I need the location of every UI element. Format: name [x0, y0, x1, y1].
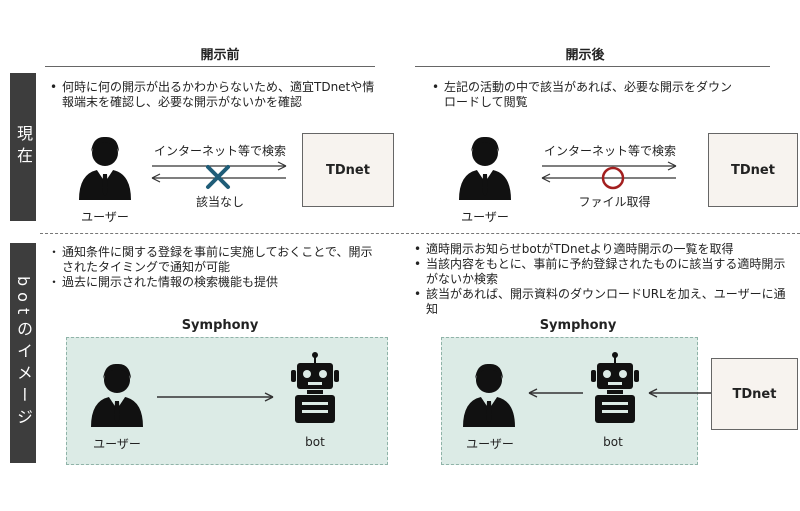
bot-label: bot	[603, 435, 623, 449]
before-arrow-label: インターネット等で検索	[153, 144, 286, 158]
arrow-left	[528, 388, 583, 398]
sidebar-bot-label: botのイメージ	[14, 275, 33, 431]
current-before-bullets: 何時に何の開示が出るかわからないため、適宜TDnetや情報端末を確認し、必要な開…	[50, 80, 380, 110]
after-header: 開示後	[565, 48, 605, 63]
user-icon	[91, 363, 143, 427]
circle-icon	[601, 166, 625, 190]
robot-icon	[591, 352, 639, 423]
list-item: 当該内容をもとに、事前に予約登録されたものに該当する適時開示がないか検索	[414, 257, 794, 287]
arrow-left	[648, 388, 711, 398]
symphony-label: Symphony	[181, 318, 259, 333]
list-item: 左記の活動の中で該当があれば、必要な開示をダウンロードして閲覧	[432, 80, 732, 110]
no-match-label: 該当なし	[195, 195, 244, 209]
cross-icon	[206, 165, 230, 189]
user-icon	[459, 136, 511, 200]
bot-label: bot	[305, 435, 325, 449]
list-item: 通知条件に関する登録を事前に実施しておくことで、開示されたタイミングで通知が可能	[48, 245, 380, 275]
user-label: ユーザー	[461, 210, 509, 224]
file-obtained-label: ファイル取得	[578, 195, 651, 209]
after-arrow-label: インターネット等で検索	[543, 144, 676, 158]
sidebar-bot: botのイメージ	[10, 243, 36, 463]
user-label: ユーザー	[466, 437, 514, 451]
list-item: 該当があれば、開示資料のダウンロードURLを加え、ユーザーに通知	[414, 287, 794, 317]
tdnet-box: TDnet	[711, 358, 798, 430]
symphony-label: Symphony	[539, 318, 617, 333]
bot-after-bullets: 適時開示お知らせbotがTDnetより適時開示の一覧を取得 当該内容をもとに、事…	[414, 242, 794, 317]
arrow-right	[157, 392, 274, 402]
section-divider	[40, 233, 800, 234]
tdnet-box: TDnet	[708, 133, 798, 207]
after-header-rule	[415, 66, 770, 67]
user-label: ユーザー	[93, 437, 141, 451]
sidebar-current: 現在	[10, 73, 36, 221]
search-arrows	[541, 161, 677, 183]
user-label: ユーザー	[81, 210, 129, 224]
user-icon	[79, 136, 131, 200]
list-item: 適時開示お知らせbotがTDnetより適時開示の一覧を取得	[414, 242, 794, 257]
sidebar-current-label: 現在	[14, 125, 33, 169]
list-item: 何時に何の開示が出るかわからないため、適宜TDnetや情報端末を確認し、必要な開…	[50, 80, 380, 110]
bot-before-bullets: 通知条件に関する登録を事前に実施しておくことで、開示されたタイミングで通知が可能…	[48, 245, 380, 290]
robot-icon	[291, 352, 339, 423]
current-after-bullets: 左記の活動の中で該当があれば、必要な開示をダウンロードして閲覧	[432, 80, 732, 110]
before-header-rule	[45, 66, 375, 67]
user-icon	[463, 363, 515, 427]
tdnet-box: TDnet	[302, 133, 394, 207]
list-item: 過去に開示された情報の検索機能も提供	[48, 275, 380, 290]
before-header: 開示前	[200, 48, 240, 63]
